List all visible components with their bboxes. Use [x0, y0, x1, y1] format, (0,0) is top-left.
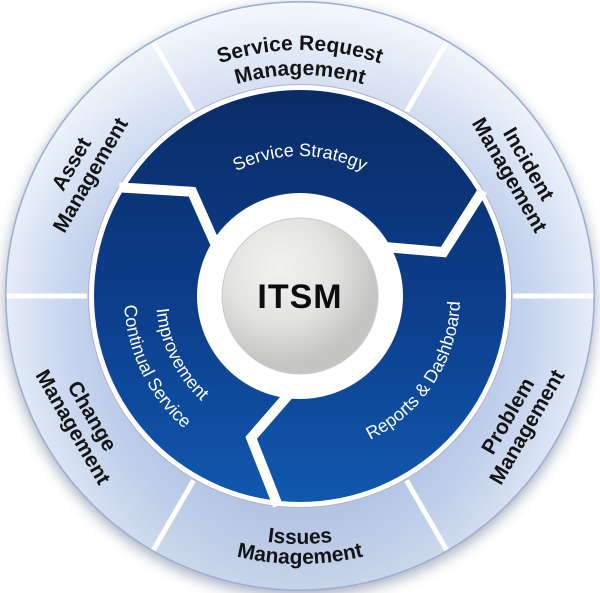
outer-segment-label-issues-management: Issues — [267, 524, 333, 549]
center-circle — [221, 217, 379, 375]
outer-ring-divider — [150, 479, 196, 553]
cycle-arrow-boundary — [384, 187, 487, 258]
outer-ring-divider — [404, 479, 450, 553]
outer-ring-divider — [404, 39, 450, 113]
outer-ring-divider — [150, 39, 196, 113]
cycle-arrow-boundary — [245, 390, 294, 508]
cycle-arrow-boundary — [118, 182, 221, 248]
center-label: ITSM — [257, 278, 342, 316]
outer-rim — [4, 0, 596, 592]
